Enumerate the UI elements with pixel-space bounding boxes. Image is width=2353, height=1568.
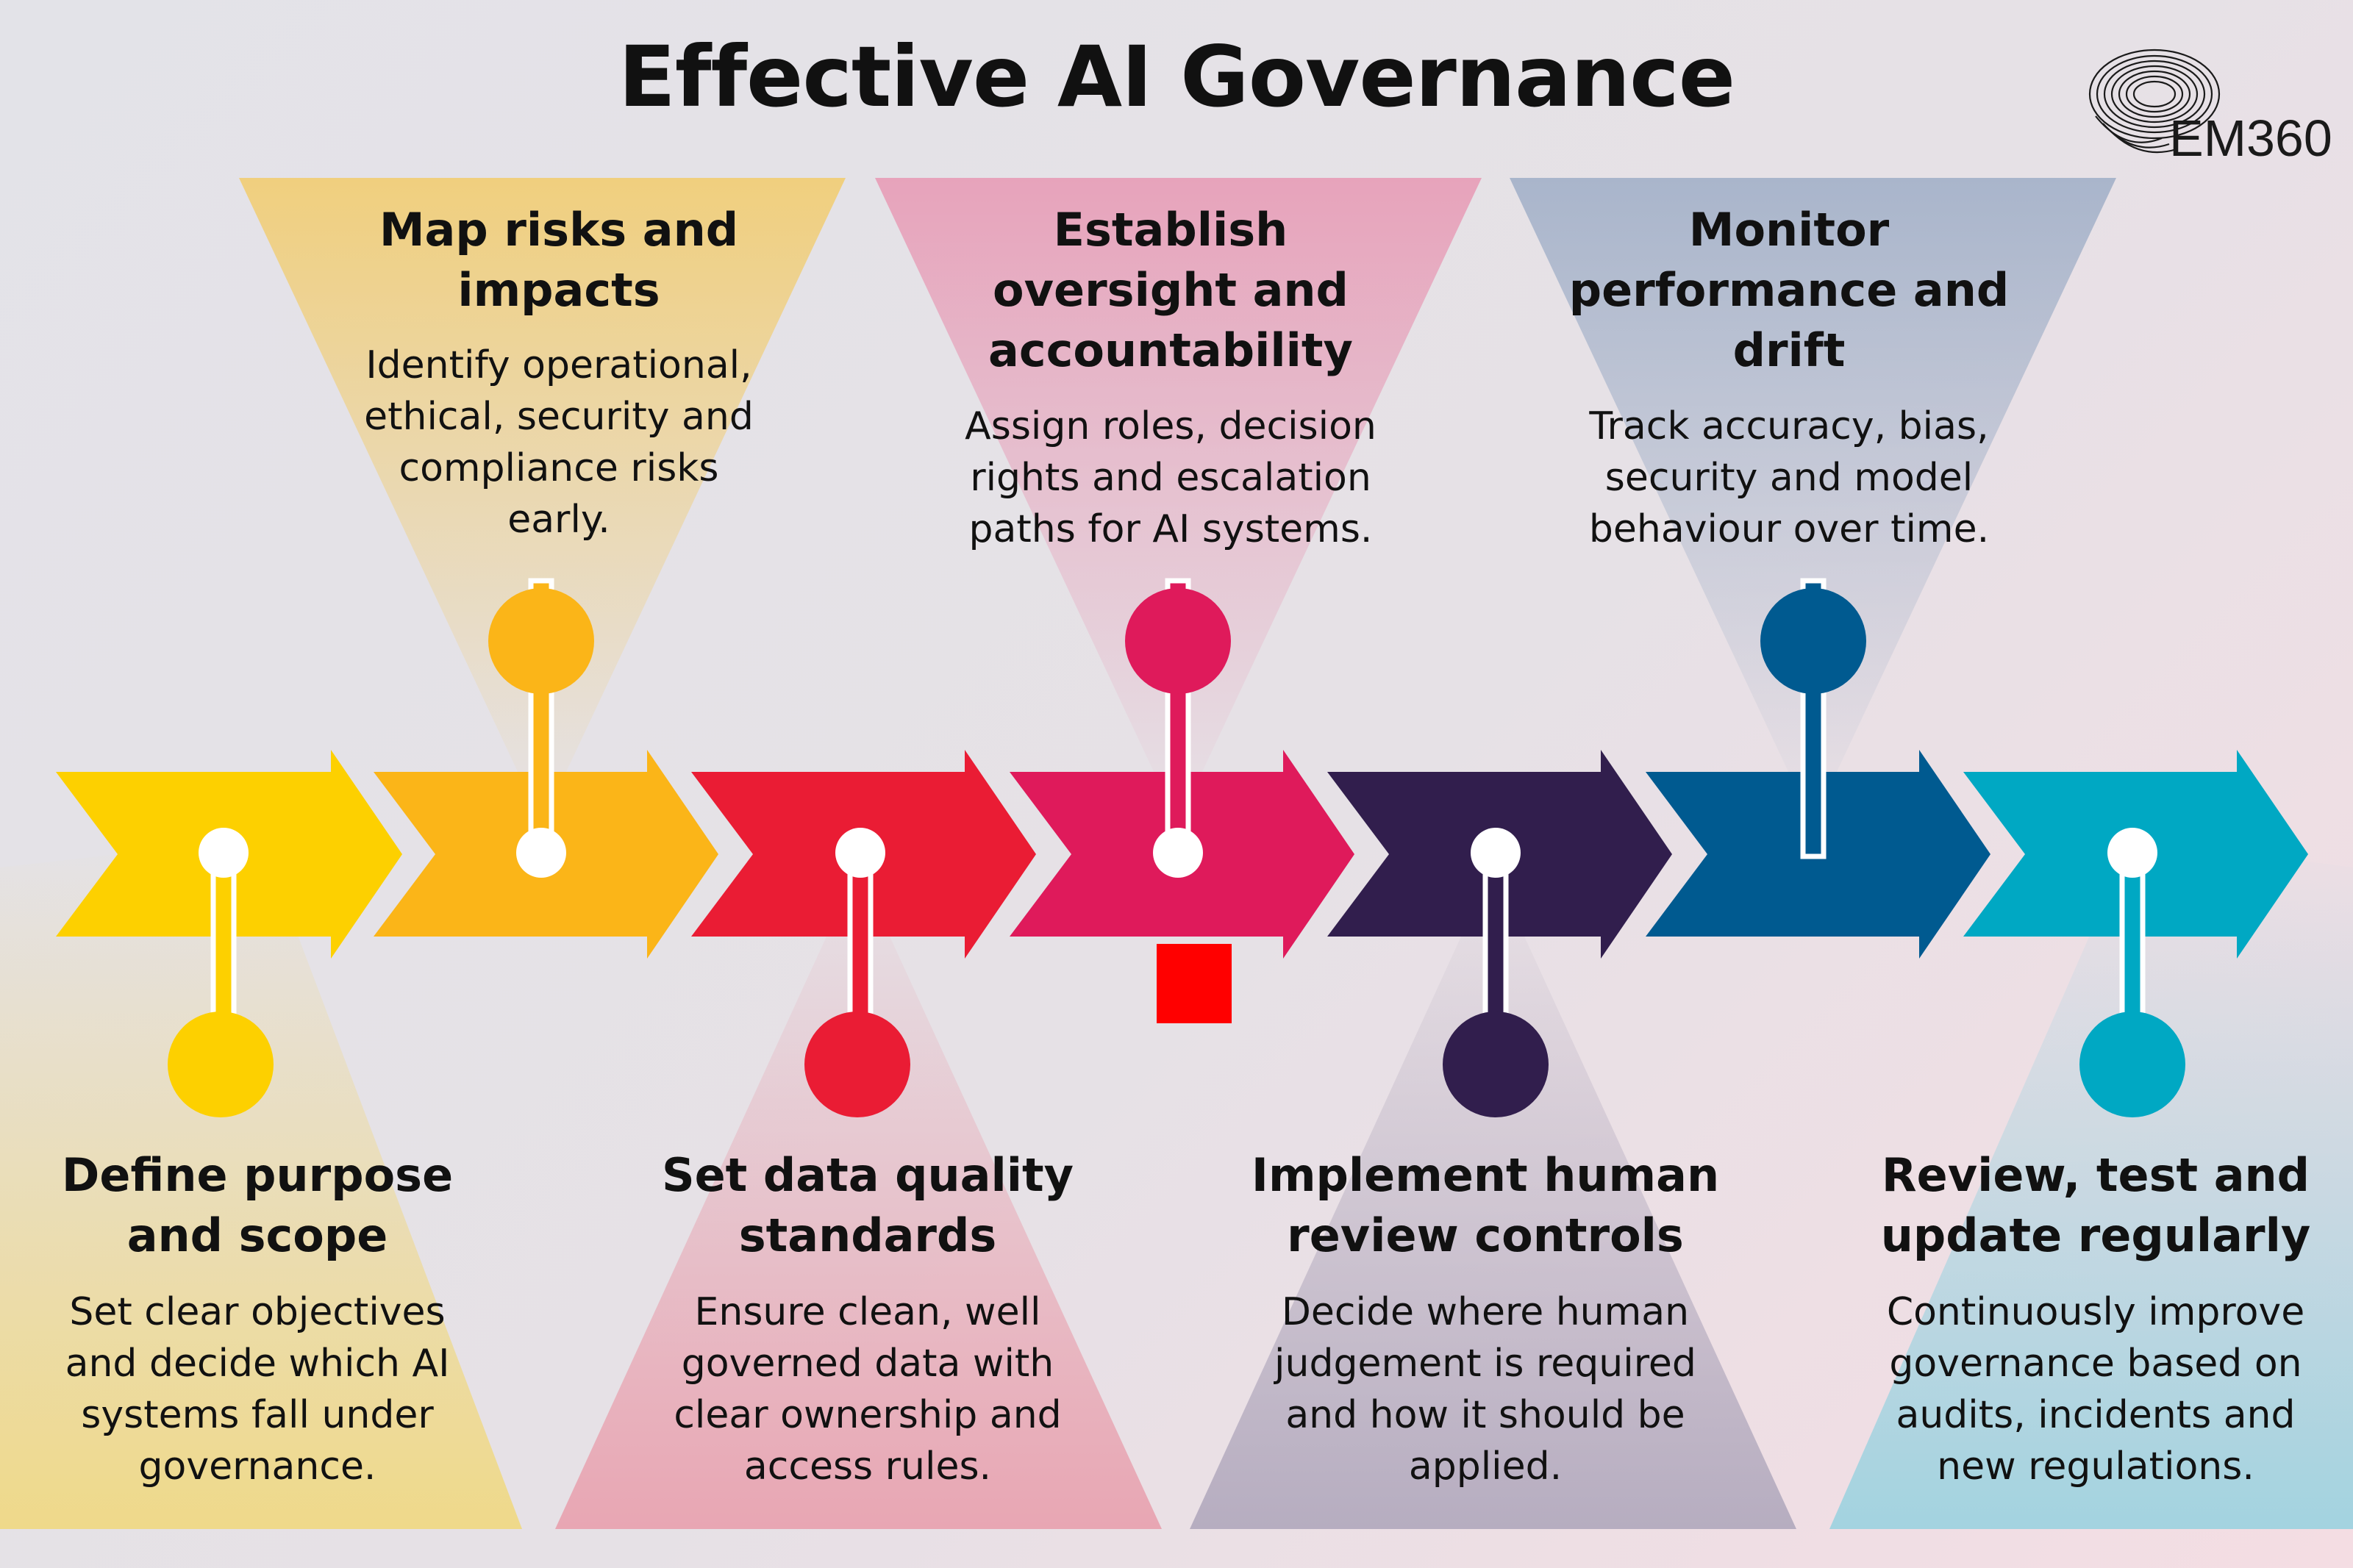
step-backdrop-data (555, 867, 1162, 1529)
step-description-review: Continuously improve governance based on… (1886, 1290, 2305, 1489)
pin-head-map (488, 588, 594, 694)
step-backdrop-review (1829, 838, 2353, 1529)
step-backdrop-human (1190, 867, 1796, 1529)
step-description-oversight: Assign roles, decision rights and escala… (965, 404, 1377, 551)
step-description-monitor: Track accuracy, bias, security and model… (1588, 404, 1990, 551)
step-title-oversight: Establish oversight and accountability (988, 203, 1353, 377)
pin-head-monitor (1760, 588, 1866, 694)
step-title-review: Review, test and update regularly (1880, 1148, 2311, 1262)
pin-head-review (2079, 1012, 2185, 1117)
pin-head-define (168, 1012, 274, 1117)
logo-text: EM360 (2169, 110, 2332, 167)
step-title-map: Map risks and impacts (379, 203, 739, 317)
step-backdrop-oversight (875, 178, 1482, 823)
step-title-define: Define purpose and scope (61, 1148, 454, 1262)
step-backdrop-define (0, 838, 522, 1529)
red-square-marker (1157, 944, 1232, 1023)
pin-head-human (1443, 1012, 1549, 1117)
step-description-data: Ensure clean, well governed data with cl… (674, 1290, 1062, 1489)
pin-dot-review (2107, 828, 2157, 878)
pin-dot-oversight (1153, 828, 1203, 878)
em360-logo-icon (2088, 49, 2221, 154)
step-title-human: Implement human review controls (1251, 1148, 1720, 1262)
step-backdrop-monitor (1510, 178, 2116, 823)
step-title-monitor: Monitor performance and drift (1568, 203, 2010, 377)
pin-dot-define (199, 828, 249, 878)
pin-dot-map (516, 828, 566, 878)
step-description-map: Identify operational, ethical, security … (364, 343, 754, 542)
step-description-define: Set clear objectives and decide which AI… (65, 1290, 450, 1489)
step-description-human: Decide where human judgement is required… (1274, 1290, 1696, 1489)
step-title-data: Set data quality standards (661, 1148, 1074, 1262)
pin-dot-human (1471, 828, 1521, 878)
pin-head-data (804, 1012, 910, 1117)
pin-head-oversight (1125, 588, 1231, 694)
step-backdrop-map (239, 178, 846, 823)
page-title: Effective AI Governance (618, 28, 1735, 126)
pin-dot-data (835, 828, 885, 878)
